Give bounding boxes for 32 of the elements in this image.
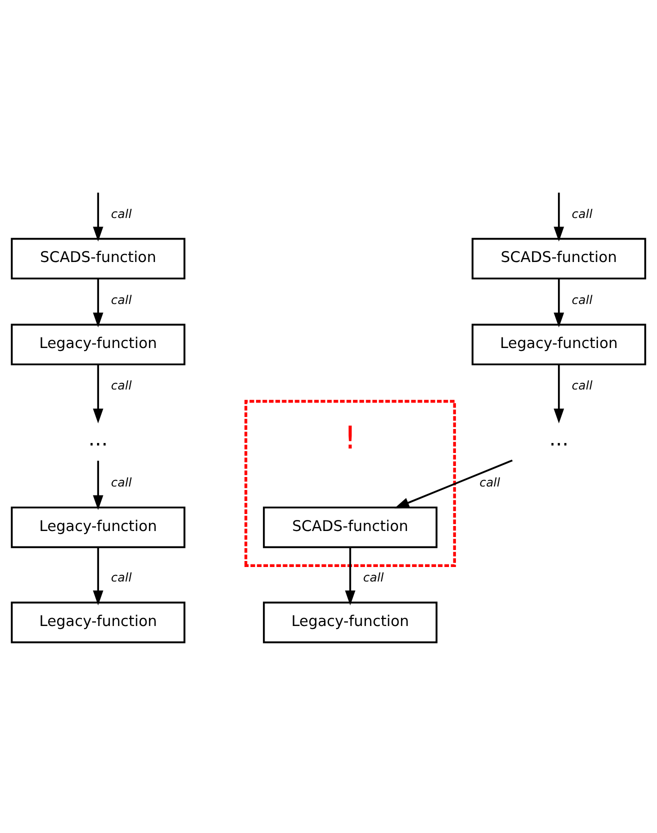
edge-label: call <box>572 292 592 306</box>
node-box: Legacy-function <box>10 506 186 548</box>
edge-label: call <box>363 570 384 584</box>
cluster <box>244 399 456 567</box>
edge-label: call <box>111 378 132 392</box>
arrow <box>92 278 104 327</box>
edge-label: call <box>572 378 592 392</box>
node-box: Legacy-function <box>262 601 438 643</box>
edge-label: call <box>111 292 132 306</box>
node-box: SCADS-function <box>10 237 186 279</box>
arrow <box>92 460 104 510</box>
node-box: Legacy-function <box>10 601 186 643</box>
edge-label: call <box>111 206 132 220</box>
label: ! <box>344 420 356 456</box>
arrow <box>92 364 104 423</box>
edge-label: call <box>111 475 132 490</box>
arrow <box>345 547 356 605</box>
arrow <box>92 192 104 241</box>
node-box: SCADS-function <box>262 506 438 548</box>
node-text: ... <box>549 426 569 450</box>
arrow <box>394 459 513 508</box>
edge-label: call <box>111 570 132 584</box>
arrow <box>554 278 564 327</box>
edge-label: call <box>479 475 500 490</box>
node-box: Legacy-function <box>10 323 186 365</box>
arrow <box>92 547 104 605</box>
arrow <box>554 364 564 423</box>
node-box: Legacy-function <box>472 323 646 365</box>
arrow <box>554 192 564 241</box>
node-text: ... <box>88 426 108 450</box>
node-box: SCADS-function <box>472 237 646 279</box>
edge-label: call <box>572 206 592 220</box>
